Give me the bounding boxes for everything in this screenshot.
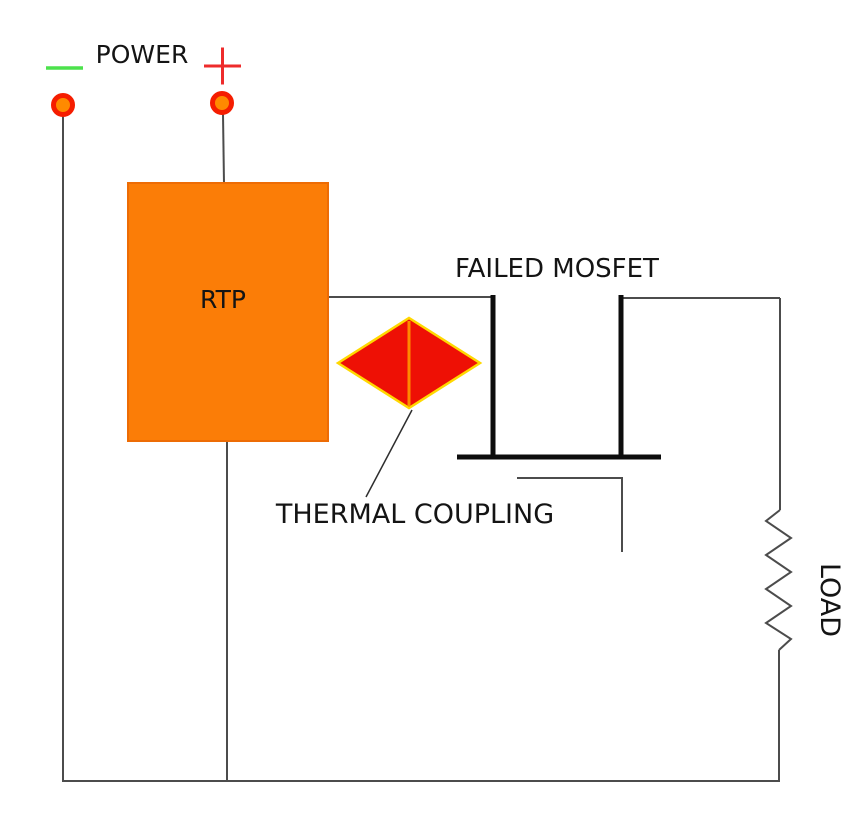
wire-group <box>62 113 793 782</box>
thermal-coupling-diamond-icon <box>335 316 483 410</box>
wire-positive-to-rtp <box>222 113 225 185</box>
thermal-coupling-label: THERMAL COUPLING <box>275 499 554 530</box>
resistor-zigzag-icon <box>764 509 793 651</box>
mosfet-symbol <box>457 295 661 460</box>
load-label: LOAD <box>814 563 845 637</box>
wire-negative-rail <box>62 116 780 782</box>
thermal-coupling-leader-line <box>365 409 413 498</box>
rtp-block <box>127 182 329 442</box>
positive-terminal-dot-icon <box>210 91 234 115</box>
plus-polarity-icon <box>204 47 241 85</box>
negative-terminal-dot-icon <box>51 93 75 117</box>
power-label: POWER <box>96 40 189 69</box>
rtp-label: RTP <box>200 285 246 314</box>
mosfet-gate-lead <box>517 477 623 552</box>
failed-mosfet-label: FAILED MOSFET <box>455 254 659 284</box>
